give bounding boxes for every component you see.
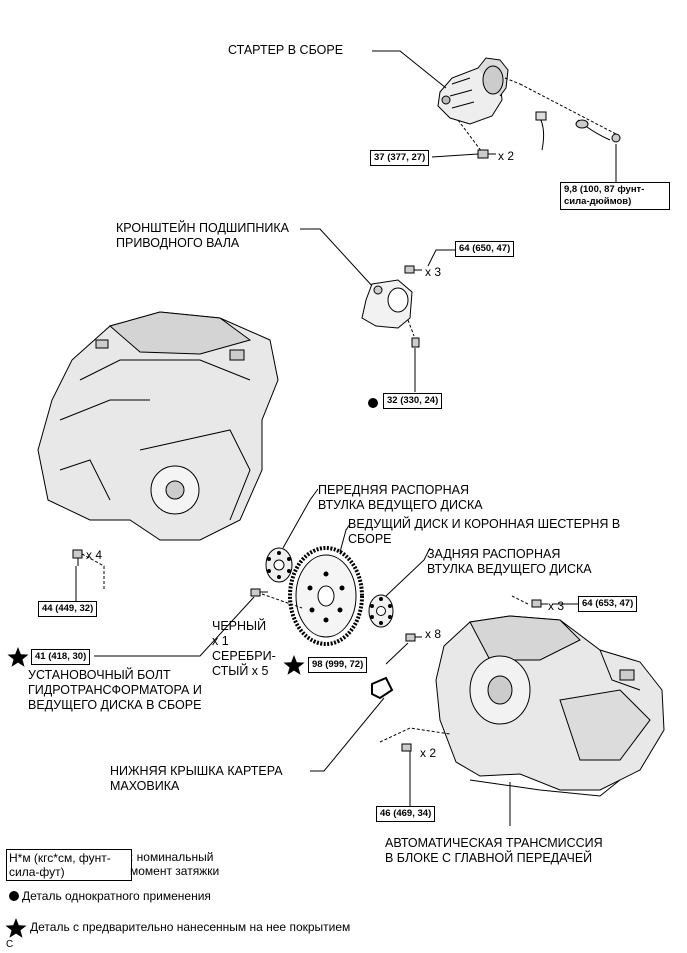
rear-spacer-label: ЗАДНЯЯ РАСПОРНАЯ ВТУЛКА ВЕДУЩЕГО ДИСКА [427, 547, 592, 577]
front-spacer-leader [282, 488, 319, 549]
drive-plate-label-line2: СБОРЕ [348, 532, 392, 546]
torque-unit-line2: сила-фут) [9, 865, 65, 879]
starter-bolt-icon [477, 149, 496, 159]
front-spacer-label-line1: ПЕРЕДНЯЯ РАСПОРНАЯ [318, 483, 470, 497]
transmission-label-line2: В БЛОКЕ С ГЛАВНОЙ ПЕРЕДАЧЕЙ [385, 851, 593, 865]
silver-bolt-label-line1: СЕРЕБРИ- [212, 649, 276, 663]
bolt-label-line1: УСТАНОВОЧНЫЙ БОЛТ [28, 668, 171, 682]
starter-assembly-drawing [437, 57, 521, 125]
starter-label: СТАРТЕР В СБОРЕ [228, 43, 344, 57]
starter-bolt-dash [457, 119, 483, 153]
transmission-upper-qty: x 3 [548, 599, 565, 613]
rear-spacer-leader [385, 547, 431, 597]
drive-plate-bolt-icon [405, 633, 422, 642]
bracket-bottom-bolt-icon [411, 337, 420, 348]
bracket-label-line1: КРОНШТЕЙН ПОДШИПНИКА [116, 221, 289, 235]
rear-spacer-drawing [368, 594, 394, 628]
torque-unit-description-line2: момент затяжки [130, 864, 220, 878]
bracket-bottom-dash [407, 319, 415, 337]
transmission-upper-bolt-icon [531, 599, 548, 608]
torque-converter-leader [94, 596, 255, 657]
bearing-bracket-drawing [361, 279, 413, 329]
single-use-legend-icon [9, 891, 19, 901]
flywheel-cover-label-line1: НИЖНЯЯ КРЫШКА КАРТЕРА [110, 764, 283, 778]
drive-plate-label-line1: ВЕДУЩИЙ ДИСК И КОРОННАЯ ШЕСТЕРНЯ В [348, 517, 621, 531]
starter-bolt-torque: 37 (377, 27) [370, 150, 430, 166]
drive-plate-bolt-leader [385, 642, 409, 665]
transmission-label-line1: АВТОМАТИЧЕСКАЯ ТРАНСМИССИЯ [385, 836, 603, 850]
transmission-drawing [435, 615, 665, 797]
transmission-lower-dash [379, 727, 451, 743]
silver-bolt-label-line2: СТЫЙ x 5 [212, 664, 269, 678]
drive-plate-label: ВЕДУЩИЙ ДИСК И КОРОННАЯ ШЕСТЕРНЯ В СБОРЕ [348, 517, 620, 547]
bracket-bolt-icon [404, 265, 422, 274]
starter-nut-torque: 9,8 (100, 87 фунт- сила-дюймов) [560, 182, 670, 210]
bracket-top-torque: 64 (650, 47) [455, 241, 515, 257]
precoated-legend-text: Деталь с предварительно нанесенным на не… [30, 920, 351, 934]
black-bolt-label: ЧЕРНЫЙ x 1 СЕРЕБРИ- СТЫЙ x 5 [212, 619, 276, 679]
engine-drawing [37, 311, 279, 541]
transmission-upper-torque: 64 (653, 47) [578, 596, 638, 612]
starter-bolt-qty: x 2 [498, 149, 515, 163]
flywheel-cover-drawing [371, 676, 394, 700]
torque-converter-dash [261, 593, 303, 609]
single-use-marker-icon [368, 398, 378, 408]
bracket-leader-line [300, 228, 375, 289]
flywheel-cover-label: НИЖНЯЯ КРЫШКА КАРТЕРА МАХОВИКА [110, 764, 283, 794]
figure-code: C [6, 939, 14, 950]
drive-plate-bolt-qty: x 8 [425, 627, 442, 641]
precoated-legend-icon [5, 918, 27, 938]
bracket-bottom-torque: 32 (330, 24) [383, 393, 443, 409]
starter-bolt-leader [431, 153, 479, 158]
precoated-marker-icon [7, 647, 29, 667]
flywheel-cover-leader [310, 697, 385, 772]
precoated-marker-icon [283, 655, 305, 675]
transmission-lower-bolt-icon [401, 743, 412, 760]
torque-converter-torque: 41 (418, 30) [31, 649, 91, 665]
torque-converter-bolt-icon [250, 588, 268, 597]
front-spacer-drawing [265, 547, 293, 583]
transmission-upper-dash [511, 595, 529, 605]
bracket-label: КРОНШТЕЙН ПОДШИПНИКА ПРИВОДНОГО ВАЛА [116, 221, 289, 251]
bolt-label-line3: ВЕДУЩЕГО ДИСКА В СБОРЕ [28, 698, 202, 712]
drive-plate-leader [339, 523, 351, 553]
engine-bolt-qty: x 4 [86, 548, 103, 562]
bracket-label-line2: ПРИВОДНОГО ВАЛА [116, 236, 240, 250]
engine-bolt-dash [81, 553, 105, 590]
starter-nut-torque-line1: 9,8 (100, 87 фунт- [564, 184, 645, 195]
engine-bolt-torque: 44 (449, 32) [38, 601, 98, 617]
transmission-lower-torque: 46 (469, 34) [376, 806, 436, 822]
torque-unit-description: : номинальный момент затяжки [130, 850, 219, 878]
front-spacer-label: ПЕРЕДНЯЯ РАСПОРНАЯ ВТУЛКА ВЕДУЩЕГО ДИСКА [318, 483, 483, 513]
drive-plate-torque: 98 (999, 72) [308, 657, 368, 673]
bracket-top-leader [427, 249, 456, 267]
single-use-legend-text: Деталь однократного применения [22, 889, 211, 903]
rear-spacer-label-line2: ВТУЛКА ВЕДУЩЕГО ДИСКА [427, 562, 592, 576]
transmission-lower-qty: x 2 [420, 746, 437, 760]
torque-unit-legend-box: Н*м (кгс*см, фунт- сила-фут) [6, 849, 132, 881]
flywheel-cover-label-line2: МАХОВИКА [110, 779, 180, 793]
starter-leader-line [372, 50, 447, 89]
front-spacer-label-line2: ВТУЛКА ВЕДУЩЕГО ДИСКА [318, 498, 483, 512]
rear-spacer-label-line1: ЗАДНЯЯ РАСПОРНАЯ [427, 547, 561, 561]
transmission-label: АВТОМАТИЧЕСКАЯ ТРАНСМИССИЯ В БЛОКЕ С ГЛА… [385, 836, 603, 866]
black-bolt-qty: x 1 [212, 634, 229, 648]
torque-unit-description-line1: : номинальный [130, 850, 214, 864]
bolt-label-line2: ГИДРОТРАНСФОРМАТОРА И [28, 683, 202, 697]
torque-unit-line1: Н*м (кгс*см, фунт- [9, 851, 111, 865]
drive-plate-drawing [288, 546, 364, 646]
starter-nut-torque-line2: сила-дюймов) [564, 196, 632, 207]
starter-wire-drawing [519, 83, 621, 151]
engine-bolt-icon [72, 549, 83, 566]
black-bolt-label-text: ЧЕРНЫЙ [212, 619, 267, 633]
torque-converter-bolt-label: УСТАНОВОЧНЫЙ БОЛТ ГИДРОТРАНСФОРМАТОРА И … [28, 668, 202, 713]
bracket-top-qty: x 3 [425, 265, 442, 279]
